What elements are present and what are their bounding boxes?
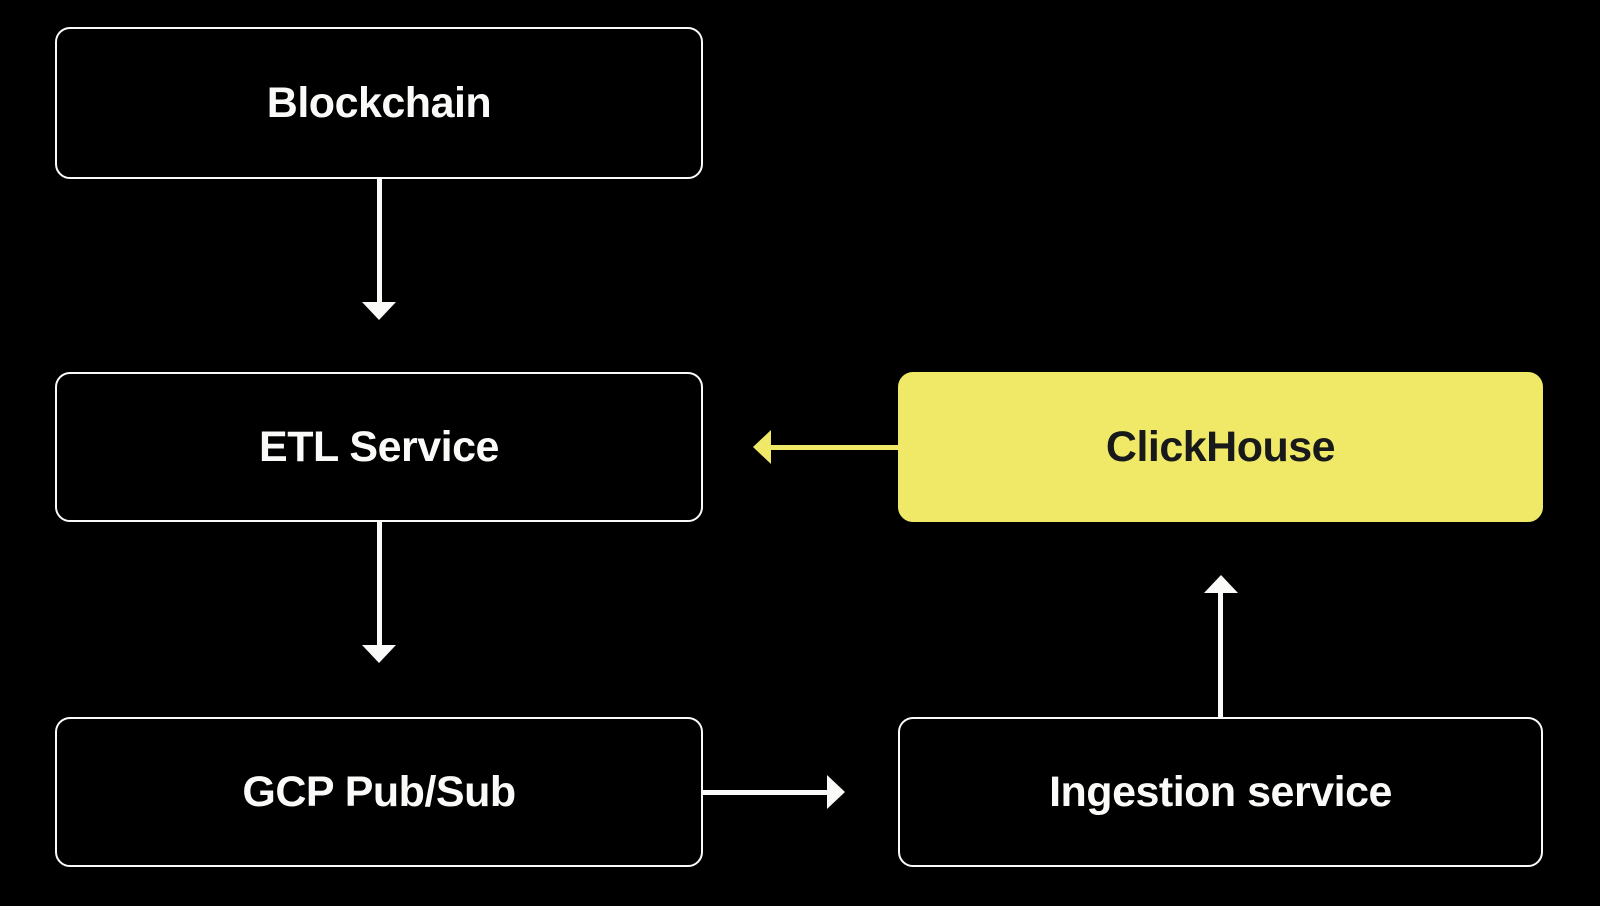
- arrowhead-up-icon: [1203, 575, 1238, 593]
- node-blockchain-label: Blockchain: [266, 78, 492, 127]
- arrowhead-down-icon: [362, 302, 396, 320]
- arrowhead-left-icon: [753, 430, 771, 464]
- node-clickhouse-label: ClickHouse: [1105, 422, 1336, 471]
- node-blockchain: Blockchain: [55, 27, 703, 179]
- arrow-line: [376, 179, 382, 302]
- arrow-line: [771, 444, 898, 450]
- node-gcp-pubsub: GCP Pub/Sub: [55, 717, 703, 867]
- arrow-line: [376, 522, 382, 645]
- node-clickhouse: ClickHouse: [898, 372, 1543, 522]
- arrow-line: [703, 789, 827, 795]
- arrowhead-right-icon: [827, 775, 845, 809]
- node-ingestion-service: Ingestion service: [898, 717, 1543, 867]
- node-gcp-pubsub-label: GCP Pub/Sub: [242, 767, 516, 816]
- arrowhead-down-icon: [362, 645, 396, 663]
- node-etl-service-label: ETL Service: [259, 422, 499, 471]
- node-ingestion-service-label: Ingestion service: [1049, 767, 1392, 816]
- node-etl-service: ETL Service: [55, 372, 703, 522]
- arrow-line: [1218, 593, 1223, 717]
